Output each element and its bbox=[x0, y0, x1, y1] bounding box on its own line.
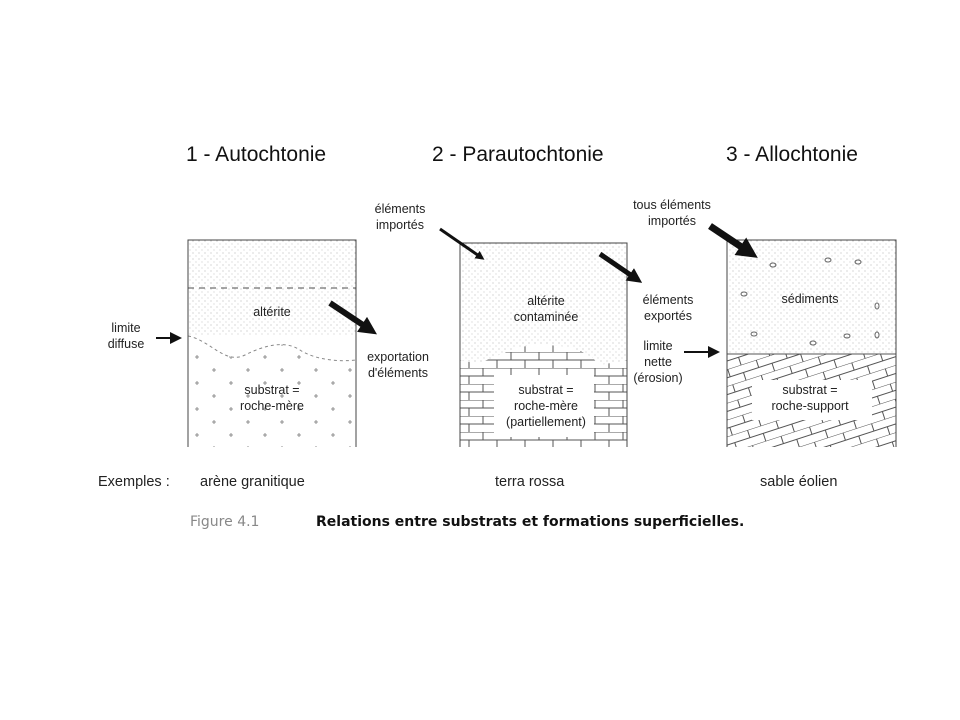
example-terra-rossa: terra rossa bbox=[495, 474, 565, 490]
column-autochtonie: altérite substrat = roche-mère limite di… bbox=[108, 239, 429, 447]
title-parautochtonie: 2 - Parautochtonie bbox=[432, 143, 604, 166]
examples-prefix: Exemples : bbox=[98, 474, 170, 490]
label-contaminee: contaminée bbox=[514, 310, 579, 324]
label-substrat-2: substrat = bbox=[518, 383, 573, 397]
example-arene-granitique: arène granitique bbox=[200, 474, 305, 490]
label-roche-mere: roche-mère bbox=[240, 399, 304, 413]
label-erosion: (érosion) bbox=[633, 371, 682, 385]
label-substrat: substrat = bbox=[244, 383, 299, 397]
example-sable-eolien: sable éolien bbox=[760, 474, 837, 490]
label-nette: nette bbox=[644, 355, 672, 369]
figure-caption: Relations entre substrats et formations … bbox=[316, 514, 744, 530]
label-partiellement: (partiellement) bbox=[506, 415, 586, 429]
arrow-export-icon bbox=[328, 300, 377, 335]
label-exportes: exportés bbox=[644, 309, 692, 323]
label-sediments: sédiments bbox=[782, 292, 839, 306]
label-limite: limite bbox=[111, 321, 140, 335]
label-importes: importés bbox=[376, 218, 424, 232]
label-tous-elements: tous éléments bbox=[633, 198, 711, 212]
title-allochtonie: 3 - Allochtonie bbox=[726, 143, 858, 166]
label-limite-3: limite bbox=[643, 339, 672, 353]
label-roche-support: roche-support bbox=[771, 399, 849, 413]
label-substrat-3: substrat = bbox=[782, 383, 837, 397]
arrow-export-2-icon bbox=[598, 251, 643, 283]
label-alterite-contaminee: altérite bbox=[527, 294, 565, 308]
label-roche-mere-2: roche-mère bbox=[514, 399, 578, 413]
column-parautochtonie: altérite contaminée substrat = roche-mèr… bbox=[375, 202, 694, 447]
title-autochtonie: 1 - Autochtonie bbox=[186, 143, 326, 166]
label-diffuse: diffuse bbox=[108, 337, 145, 351]
label-importes-3: importés bbox=[648, 214, 696, 228]
label-exportation: exportation bbox=[367, 350, 429, 364]
figure-number: Figure 4.1 bbox=[190, 514, 259, 530]
arrow-import-icon bbox=[439, 227, 485, 260]
label-elements-importes: éléments bbox=[375, 202, 426, 216]
label-elements-exportes: éléments bbox=[643, 293, 694, 307]
arrow-import-3-icon bbox=[708, 223, 758, 258]
label-alterite: altérite bbox=[253, 305, 291, 319]
column-allochtonie: sédiments substrat = roche-support tous … bbox=[633, 198, 897, 447]
label-elements: d'éléments bbox=[368, 366, 428, 380]
